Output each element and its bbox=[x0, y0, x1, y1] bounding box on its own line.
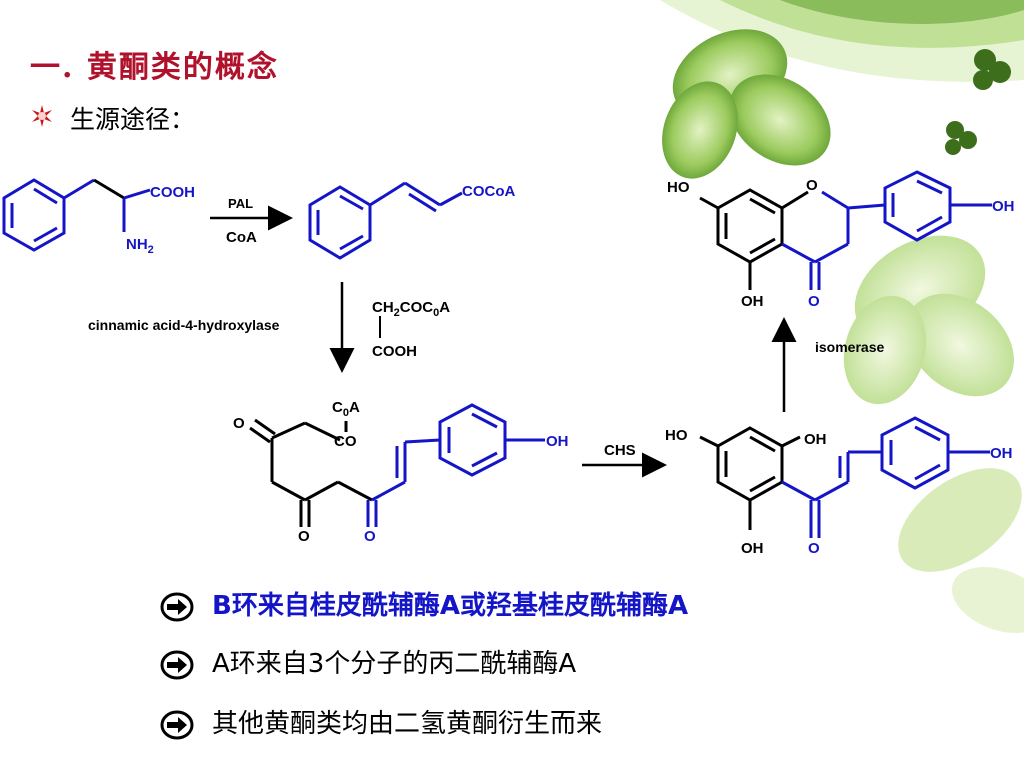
svg-text:OH: OH bbox=[804, 431, 827, 448]
svg-text:HO: HO bbox=[665, 427, 688, 444]
polyketide-structure bbox=[249, 403, 545, 527]
svg-text:HO: HO bbox=[667, 179, 690, 196]
phenylalanine-structure bbox=[2, 178, 151, 252]
coa-label: CoA bbox=[226, 229, 257, 246]
bullet-others-text: 其他黄酮类均由二氢黄酮衍生而来 bbox=[212, 709, 603, 739]
arrow-circle-icon bbox=[160, 710, 194, 739]
chalcone-structure bbox=[699, 416, 990, 538]
malonyl-top: CH2COC0A bbox=[372, 299, 450, 319]
svg-text:NH2: NH2 bbox=[126, 236, 154, 256]
bullet-b-ring-text: B环来自桂皮酰辅酶A或羟基桂皮酰辅酶A bbox=[212, 591, 689, 621]
bullet-star-icon bbox=[32, 105, 52, 127]
svg-text:OH: OH bbox=[992, 198, 1015, 215]
pal-label: PAL bbox=[228, 196, 253, 211]
arrow-circle-icon bbox=[160, 650, 194, 679]
cinnamoyl-coa-structure bbox=[308, 181, 463, 260]
subtitle: 生源途径： bbox=[70, 105, 196, 134]
bullet-b-ring: B环来自桂皮酰辅酶A或羟基桂皮酰辅酶A bbox=[160, 585, 688, 622]
flavanone-structure bbox=[699, 170, 992, 290]
svg-text:O: O bbox=[233, 415, 245, 432]
arrow-circle-icon bbox=[160, 592, 194, 621]
svg-text:O: O bbox=[364, 528, 376, 545]
poly-coa: C0A bbox=[332, 399, 360, 419]
svg-text:O: O bbox=[808, 540, 820, 557]
clover-top-icon bbox=[662, 29, 831, 179]
phe-nh2: NH bbox=[126, 236, 148, 253]
svg-text:OH: OH bbox=[990, 445, 1013, 462]
phe-cooh: COOH bbox=[150, 184, 195, 201]
isomerase-label: isomerase bbox=[815, 339, 884, 355]
malonyl-bottom: COOH bbox=[372, 343, 417, 360]
bullet-a-ring-text: A环来自3个分子的丙二酰辅酶A bbox=[212, 649, 577, 679]
svg-text:O: O bbox=[298, 528, 310, 545]
svg-text:O: O bbox=[808, 293, 820, 310]
slide-title: 一. 黄酮类的概念 bbox=[30, 50, 279, 85]
chs-label: CHS bbox=[604, 442, 636, 459]
svg-text:OH: OH bbox=[741, 293, 764, 310]
bullet-others: 其他黄酮类均由二氢黄酮衍生而来 bbox=[160, 703, 602, 740]
svg-text:O: O bbox=[806, 177, 818, 194]
hydroxylase-label: cinnamic acid-4-hydroxylase bbox=[88, 317, 280, 333]
bullet-a-ring: A环来自3个分子的丙二酰辅酶A bbox=[160, 643, 576, 680]
cinnamoyl-label: COCoA bbox=[462, 183, 515, 200]
svg-text:OH: OH bbox=[741, 540, 764, 557]
clover-right-icon bbox=[843, 235, 1014, 405]
poly-co: CO bbox=[334, 433, 357, 450]
svg-text:OH: OH bbox=[546, 433, 569, 450]
